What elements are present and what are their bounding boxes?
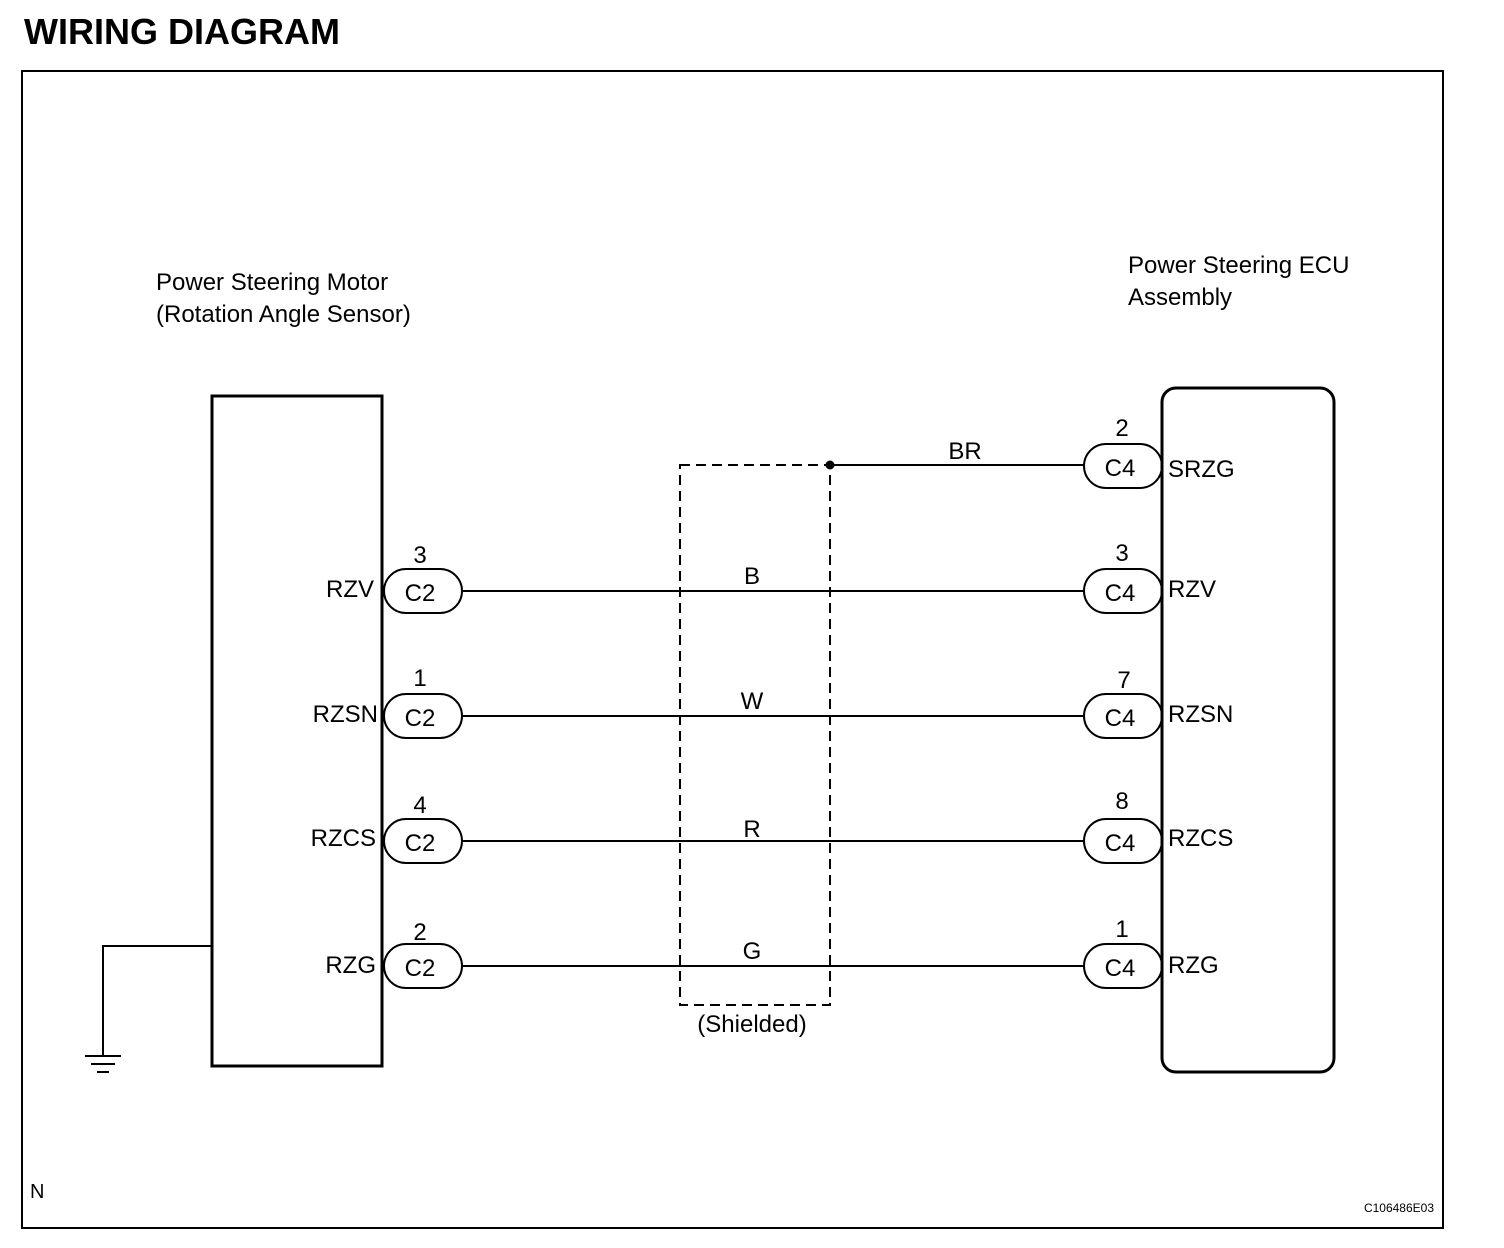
svg-text:RZCS: RZCS [311,825,376,852]
page-title: WIRING DIAGRAM [24,11,340,52]
shield-junction-dot [825,460,835,470]
right-component-name: Power Steering ECU [1128,252,1349,279]
svg-text:RZCS: RZCS [1168,825,1233,852]
svg-text:1: 1 [413,665,426,692]
svg-text:SRZG: SRZG [1168,456,1235,483]
svg-text:7: 7 [1117,667,1130,694]
wire-color-br: BR [948,438,981,465]
svg-text:1: 1 [1115,916,1128,943]
svg-text:RZV: RZV [1168,576,1216,603]
corner-label: N [30,1181,44,1203]
right-pin-srzg: C4 2 SRZG [1083,415,1235,489]
svg-text:C2: C2 [405,830,436,857]
figure-code: C106486E03 [1364,1201,1434,1215]
left-pin-rzcs: C2 4 RZCS [311,792,463,864]
svg-text:3: 3 [1115,540,1128,567]
right-component-subname: Assembly [1128,284,1232,311]
svg-text:RZSN: RZSN [1168,701,1233,728]
svg-text:C2: C2 [405,955,436,982]
svg-text:4: 4 [413,792,426,819]
svg-text:C4: C4 [1105,955,1136,982]
power-steering-motor-box [210,394,384,1068]
svg-text:RZG: RZG [325,952,376,979]
wire-color-g: G [743,938,762,965]
shield-outline [679,464,831,1006]
shield-label: (Shielded) [697,1011,806,1038]
left-pin-rzg: C2 2 RZG [325,919,463,989]
svg-text:C4: C4 [1105,705,1136,732]
svg-text:C2: C2 [405,580,436,607]
svg-text:8: 8 [1115,788,1128,815]
power-steering-ecu-box [1160,386,1336,1074]
wire-color-w: W [741,688,764,715]
svg-text:C4: C4 [1105,580,1136,607]
diagram-frame [21,70,1444,1229]
right-pin-rzg: C4 1 RZG [1083,916,1219,989]
svg-text:3: 3 [413,542,426,569]
svg-text:C2: C2 [405,705,436,732]
right-pin-rzsn: C4 7 RZSN [1083,667,1233,739]
wire-color-r: R [743,816,760,843]
svg-text:C4: C4 [1105,830,1136,857]
svg-text:RZG: RZG [1168,952,1219,979]
svg-text:2: 2 [1115,415,1128,442]
svg-text:RZV: RZV [326,576,374,603]
left-pin-rzsn: C2 1 RZSN [313,665,463,739]
wire-color-b: B [744,563,760,590]
left-component-name: Power Steering Motor [156,269,388,296]
right-pin-rzcs: C4 8 RZCS [1083,788,1233,864]
svg-text:RZSN: RZSN [313,701,378,728]
left-component-subname: (Rotation Angle Sensor) [156,301,411,328]
svg-text:2: 2 [413,919,426,946]
svg-text:C4: C4 [1105,455,1136,482]
left-pin-rzv: C2 3 RZV [326,542,463,614]
ground-symbol [85,945,212,1073]
right-pin-rzv: C4 3 RZV [1083,540,1216,614]
